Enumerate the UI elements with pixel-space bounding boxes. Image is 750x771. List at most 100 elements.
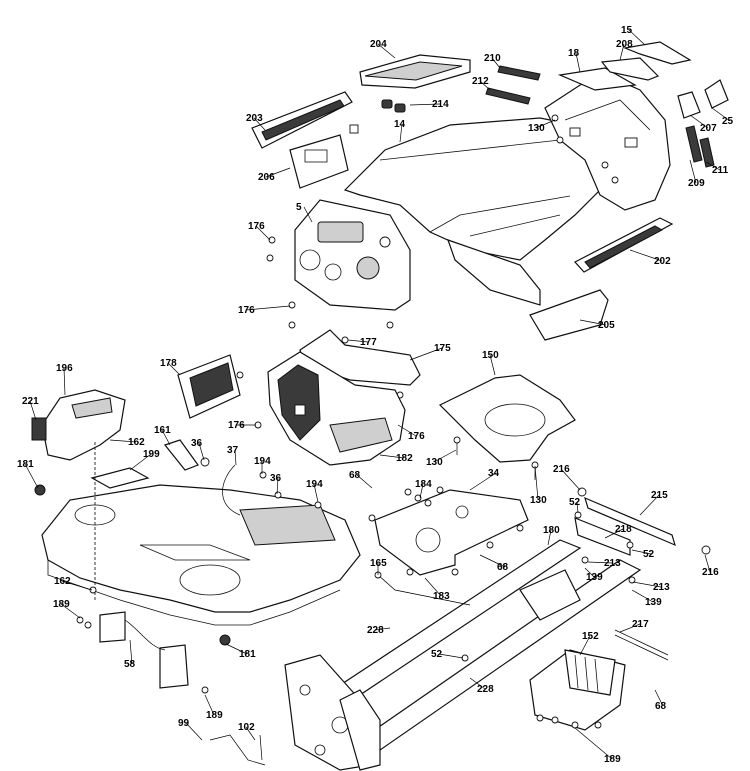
leader-line [245, 305, 291, 311]
leader-line [161, 429, 171, 446]
part-number-label: 102 [238, 722, 255, 733]
leader-line [689, 114, 709, 129]
part-221-decal [31, 417, 47, 441]
part-number-label: 176 [408, 431, 425, 442]
leader-line [61, 580, 93, 591]
leader-line [204, 694, 215, 716]
part-208-headlight [600, 57, 660, 81]
leader-line [399, 123, 403, 143]
part-number-label: 52 [643, 549, 655, 560]
part-number-label: 37 [227, 445, 239, 456]
part-number-label: 52 [569, 497, 581, 508]
part-34-plate [374, 489, 529, 576]
part-99-102-linkage [209, 734, 266, 766]
part-number-label: 150 [482, 350, 499, 361]
leader-line [255, 225, 271, 241]
leader-line [356, 474, 373, 489]
part-18-fender-front [544, 67, 671, 211]
leader-line [631, 549, 652, 555]
leader-line [631, 589, 654, 603]
leader-line [438, 653, 464, 659]
leader-line [654, 689, 664, 707]
leader-line [433, 449, 457, 463]
part-number-label: 130 [530, 495, 547, 506]
leader-line [424, 577, 442, 597]
part-fender-deck [41, 484, 361, 626]
leader-line [547, 529, 552, 546]
part-218-213-brackets [574, 511, 636, 584]
leader-line [60, 603, 81, 619]
part-number-label: 180 [543, 525, 560, 536]
part-number-label: 216 [553, 464, 570, 475]
part-130-studs [453, 436, 539, 480]
leader-line [489, 354, 496, 376]
part-number-label: 176 [238, 305, 255, 316]
part-number-label: 181 [17, 459, 34, 470]
leader-line [632, 581, 662, 588]
part-number-label: 183 [433, 591, 450, 602]
part-number-label: 210 [484, 53, 501, 64]
part-130-screws-top [551, 114, 619, 184]
leader-line [704, 554, 711, 573]
part-15-strip [622, 41, 692, 65]
part-162-screws [89, 442, 97, 600]
part-number-label: 213 [604, 558, 621, 569]
part-number-label: 68 [349, 470, 361, 481]
part-number-label: 228 [477, 684, 494, 695]
part-number-label: 189 [206, 710, 223, 721]
leader-line [579, 635, 591, 656]
part-number-label: 178 [160, 358, 177, 369]
part-number-label: 130 [528, 123, 545, 134]
leader-line [587, 561, 613, 564]
leader-line [397, 424, 417, 437]
part-number-label: 215 [651, 490, 668, 501]
leader-line [534, 465, 539, 501]
part-58-bracket [99, 611, 189, 689]
part-number-label: 15 [621, 25, 633, 36]
leader-line [225, 643, 248, 655]
part-number-label: 189 [604, 754, 621, 765]
part-number-label: 58 [124, 659, 136, 670]
leader-line [24, 463, 39, 489]
part-number-label: 204 [370, 39, 387, 50]
part-number-label: 152 [582, 631, 599, 642]
part-217-strap [614, 629, 669, 661]
part-5-dashboard [294, 199, 411, 311]
part-number-label: 36 [191, 438, 203, 449]
leader-line [619, 623, 641, 633]
leader-line [479, 80, 491, 91]
part-number-label: 34 [488, 468, 500, 479]
leader-line [689, 159, 697, 184]
part-209-211-brackets [685, 125, 715, 168]
leader-line [129, 453, 152, 471]
part-37-cable [222, 464, 241, 516]
part-number-label: 68 [655, 701, 667, 712]
part-202-grille [574, 217, 674, 273]
leader-line [167, 362, 181, 376]
part-196-cover [41, 389, 126, 461]
part-number-label: 184 [415, 479, 432, 490]
part-178-vent-panel [177, 354, 241, 419]
part-204-hood-insert [359, 54, 471, 89]
part-number-label: 161 [154, 425, 171, 436]
leader-line [705, 161, 721, 171]
leader-line [303, 206, 313, 223]
part-number-label: 181 [239, 649, 256, 660]
part-number-label: 208 [616, 39, 633, 50]
part-214-clips [381, 99, 406, 113]
part-number-label: 5 [296, 202, 302, 213]
leader-line [234, 449, 237, 466]
part-184-68-bolts [368, 486, 524, 576]
leader-line [575, 52, 581, 73]
leader-line [313, 483, 319, 503]
part-number-label: 14 [394, 119, 406, 130]
leader-line [419, 483, 424, 499]
leader-line [579, 319, 607, 326]
leader-line [491, 57, 501, 69]
part-14-hood [343, 117, 616, 306]
leader-line [629, 249, 663, 262]
leader-line [109, 439, 137, 443]
part-number-label: 205 [598, 320, 615, 331]
part-number-label: 177 [360, 337, 377, 348]
part-number-label: 194 [254, 456, 271, 467]
